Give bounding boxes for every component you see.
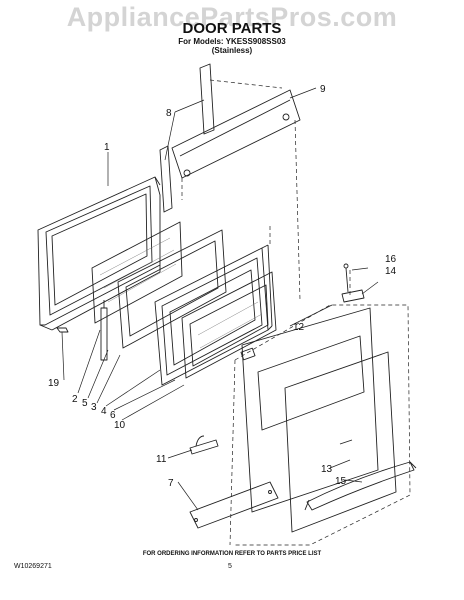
part-hinge-bracket xyxy=(159,63,215,213)
callout-5: 5 xyxy=(82,398,88,409)
callout-7: 7 xyxy=(168,478,174,489)
callout-6: 6 xyxy=(110,410,116,421)
callout-16: 16 xyxy=(385,254,397,265)
callout-11: 11 xyxy=(156,454,167,465)
callout-13: 13 xyxy=(321,464,333,475)
callout-10: 10 xyxy=(114,420,126,431)
part-support-rod xyxy=(100,300,108,361)
callout-8: 8 xyxy=(166,108,172,119)
page-title: DOOR PARTS xyxy=(182,20,282,37)
callout-1: 1 xyxy=(104,142,110,153)
finish-line: (Stainless) xyxy=(211,46,253,55)
callout-4: 4 xyxy=(101,406,107,417)
guide-lines xyxy=(181,79,411,546)
callout-12: 12 xyxy=(293,322,305,333)
part-bottom-trim xyxy=(189,481,279,529)
callout-19: 19 xyxy=(48,378,60,389)
part-side-bracket xyxy=(341,263,365,303)
callout-3: 3 xyxy=(91,402,97,413)
callout-labels: 1 2 3 4 5 6 7 8 9 10 11 12 13 14 15 16 1… xyxy=(48,84,397,489)
document-number: W10269271 xyxy=(14,563,52,570)
part-glass-pack-assembly xyxy=(154,244,273,386)
part-vent-clip xyxy=(189,435,219,455)
part-outer-glass xyxy=(181,271,277,379)
part-screw xyxy=(56,327,69,333)
watermark: AppliancePartsPros.com xyxy=(66,2,398,32)
part-inner-door-liner xyxy=(37,176,161,331)
part-inner-glass xyxy=(91,221,183,324)
leader-lines xyxy=(61,87,379,511)
callout-2: 2 xyxy=(72,394,78,405)
part-outer-door-panel xyxy=(240,307,379,513)
part-top-trim xyxy=(171,89,301,179)
models-line: For Models: YKESS908SS03 xyxy=(178,37,286,46)
callout-9: 9 xyxy=(320,84,326,95)
callout-14: 14 xyxy=(385,266,397,277)
part-glass-pack-frame xyxy=(117,229,227,349)
callout-15: 15 xyxy=(335,476,347,487)
part-door-handle xyxy=(304,461,417,511)
ordering-note: FOR ORDERING INFORMATION REFER TO PARTS … xyxy=(142,551,322,557)
part-door-front xyxy=(284,351,397,533)
page-number: 5 xyxy=(228,563,232,570)
